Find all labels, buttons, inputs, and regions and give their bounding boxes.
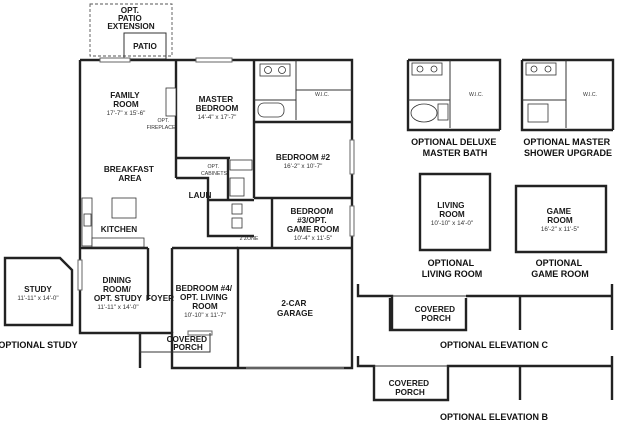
interior-walls xyxy=(80,60,352,333)
study-walls xyxy=(3,256,74,327)
shower-upgrade-caption: OPTIONAL MASTER SHOWER UPGRADE xyxy=(523,137,612,158)
elevation-b-porch-label: COVERED PORCH xyxy=(389,379,432,397)
sink-icon xyxy=(430,65,438,73)
elevation-b-walls xyxy=(356,356,614,402)
bedroom-2-dims: 16'-2" x 10'-7" xyxy=(284,163,323,170)
master-bedroom-label: MASTER BEDROOM xyxy=(196,95,239,113)
deluxe-vanity xyxy=(411,62,443,76)
game-room-walls xyxy=(514,184,608,254)
living-room-dims: 10'-10" x 14'-0" xyxy=(431,220,473,227)
bedroom-4-label: BEDROOM #4/ OPT. LIVING ROOM xyxy=(176,284,235,311)
family-room-label: FAMILY ROOM xyxy=(110,91,141,109)
opt-cabinets-label: OPT. CABINETS xyxy=(201,164,227,177)
upgrade-wic-label: W.I.C. xyxy=(583,92,597,98)
kitchen-label: KITCHEN xyxy=(101,225,137,234)
kitchen-sink-icon xyxy=(83,213,92,227)
garage-label: 2-CAR GARAGE xyxy=(277,299,313,318)
bedroom-4-dims: 10'-10" x 11'-7" xyxy=(184,312,226,319)
deluxe-master-bath-plan: W.I.C. OPTIONAL DELUXE MASTER BATH xyxy=(406,58,502,158)
kitchen-island xyxy=(111,197,137,219)
deluxe-wic-label: W.I.C. xyxy=(469,92,483,98)
covered-porch-outline xyxy=(139,333,211,353)
walk-in-shower-icon xyxy=(527,103,549,123)
window xyxy=(187,330,213,336)
optional-elevation-c-plan: COVERED PORCH OPTIONAL ELEVATION C xyxy=(356,284,614,350)
study-label: STUDY xyxy=(24,285,52,294)
window xyxy=(195,57,233,63)
sink-icon xyxy=(264,66,272,74)
optional-living-room-plan: LIVING ROOM 10'-10" x 14'-0" OPTIONAL LI… xyxy=(418,172,492,279)
elevation-c-caption: OPTIONAL ELEVATION C xyxy=(440,340,549,350)
sink-icon xyxy=(544,65,552,73)
shower-upgrade-walls xyxy=(520,58,615,132)
living-room-label: LIVING ROOM xyxy=(437,201,467,219)
sink-icon xyxy=(278,66,286,74)
sink-icon xyxy=(530,65,538,73)
window xyxy=(77,259,83,291)
game-room-dims: 16'-2" x 11'-5" xyxy=(541,226,579,233)
sink-icon xyxy=(416,65,424,73)
optional-study-plan: STUDY 11'-11" x 14'-0" OPTIONAL STUDY xyxy=(0,256,78,350)
elevation-c-porch-label: COVERED PORCH xyxy=(415,305,458,323)
upgrade-vanity xyxy=(525,62,557,76)
deluxe-master-bath-caption: OPTIONAL DELUXE MASTER BATH xyxy=(411,137,499,158)
master-bath-walls xyxy=(254,60,352,120)
shower-upgrade-partitions xyxy=(522,60,567,128)
optional-game-room-plan: GAME ROOM 16'-2" x 11'-5" OPTIONAL GAME … xyxy=(514,184,608,279)
main-floor-plan: OPT. PATIO EXTENSION PATIO FAMILY ROOM 1… xyxy=(77,3,355,370)
optional-elevation-b-plan: COVERED PORCH OPTIONAL ELEVATION B xyxy=(356,356,614,422)
family-room-dims: 17'-7" x 15'-6" xyxy=(107,110,146,117)
hall-tub-icon xyxy=(229,177,245,197)
optional-study-caption: OPTIONAL STUDY xyxy=(0,340,78,350)
opt-patio-extension-label: OPT. PATIO EXTENSION xyxy=(107,6,154,31)
deluxe-bath-partitions xyxy=(408,60,451,128)
dryer-icon xyxy=(231,217,243,229)
opt-fireplace-label: OPT. FIREPLACE xyxy=(147,118,176,131)
optional-living-room-caption: OPTIONAL LIVING ROOM xyxy=(422,258,483,279)
shower-icon xyxy=(437,103,449,121)
elevation-b-caption: OPTIONAL ELEVATION B xyxy=(440,412,549,422)
study-dims: 11'-11" x 14'-0" xyxy=(17,295,58,302)
window xyxy=(99,57,131,63)
dining-room-label: DINING ROOM/ OPT. STUDY xyxy=(94,276,143,303)
washer-icon xyxy=(231,203,243,215)
bathtub-icon xyxy=(257,102,285,118)
foyer-label: FOYER xyxy=(146,294,174,303)
window xyxy=(349,205,355,237)
master-shower-upgrade-plan: W.I.C. OPTIONAL MASTER SHOWER UPGRADE xyxy=(520,58,615,158)
living-room-walls xyxy=(418,172,492,252)
opt-patio-extension-outline xyxy=(89,3,173,57)
window xyxy=(349,139,355,175)
patio-label: PATIO xyxy=(133,42,157,51)
master-bedroom-dims: 14'-4" x 17'-7" xyxy=(198,114,237,121)
soaking-tub-icon xyxy=(410,103,438,123)
hall-bath-vanity xyxy=(229,159,253,171)
bedroom-2-label: BEDROOM #2 xyxy=(276,153,331,162)
laundry-label: LAUN xyxy=(189,191,212,200)
covered-porch-label: COVERED PORCH xyxy=(167,335,210,352)
wic-label: W.I.C. xyxy=(315,92,329,98)
breakfast-area-label: BREAKFAST AREA xyxy=(104,165,156,183)
kitchen-counter-bottom xyxy=(91,237,145,248)
opt-fireplace-outline xyxy=(165,87,177,117)
bedroom-3-label: BEDROOM #3/OPT. GAME ROOM xyxy=(287,207,339,234)
zone-label: 2 ZONE xyxy=(240,236,259,242)
optional-game-room-caption: OPTIONAL GAME ROOM xyxy=(531,258,589,279)
deluxe-bath-walls xyxy=(406,58,502,132)
elevation-c-walls xyxy=(356,284,614,332)
dining-room-dims: 11'-11" x 14'-0" xyxy=(97,304,138,311)
game-room-label: GAME ROOM xyxy=(547,207,574,225)
bedroom-3-dims: 10'-4" x 11'-5" xyxy=(294,235,332,242)
